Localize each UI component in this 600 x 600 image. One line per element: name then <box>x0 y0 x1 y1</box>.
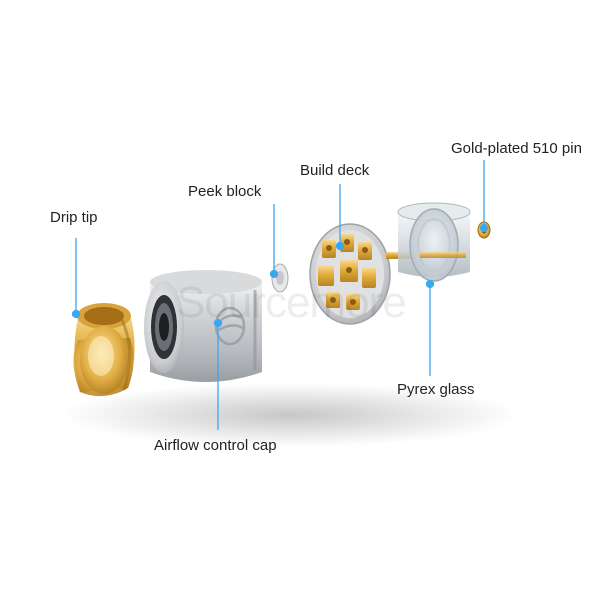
watermark-text: Sourcemore <box>176 278 407 327</box>
build-deck-part <box>309 223 446 325</box>
pyrex-glass-part <box>397 202 471 282</box>
label-peek-block: Peek block <box>188 183 262 200</box>
callouts <box>71 160 489 430</box>
label-airflow-cap: Airflow control cap <box>154 437 277 454</box>
callout-dot-drip-tip <box>71 309 81 319</box>
airflow-cap-part <box>144 270 262 382</box>
label-drip-tip: Drip tip <box>50 209 98 226</box>
label-pyrex-glass: Pyrex glass <box>397 381 475 398</box>
callout-dot-gold-pin <box>479 223 489 233</box>
label-gold-pin: Gold-plated 510 pin <box>451 140 582 157</box>
ground-shadow <box>60 383 520 447</box>
callout-dot-pyrex-glass <box>425 279 435 289</box>
label-build-deck: Build deck <box>300 162 370 179</box>
callout-dot-build-deck <box>335 241 345 251</box>
callout-dot-peek-block <box>269 269 279 279</box>
drip-tip-part <box>73 303 135 397</box>
callout-dot-airflow-cap <box>213 318 223 328</box>
